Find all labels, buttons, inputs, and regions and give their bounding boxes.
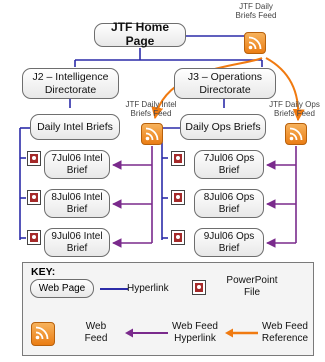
powerpoint-file-icon xyxy=(192,280,206,295)
legend-title: KEY: xyxy=(31,266,56,278)
feed-hyperlink-lines xyxy=(112,146,297,248)
rss-feed-icon xyxy=(141,123,163,145)
node-daily-intel-briefs: Daily Intel Briefs xyxy=(30,114,120,140)
node-daily-ops-briefs: Daily Ops Briefs xyxy=(180,114,266,140)
node-jtf-home-page: JTF Home Page xyxy=(94,20,186,48)
powerpoint-file-icon xyxy=(171,230,185,245)
legend-web-page-sample: Web Page xyxy=(30,279,94,298)
legend-feed-reference-arrow xyxy=(225,328,258,338)
powerpoint-file-icon xyxy=(27,151,41,166)
powerpoint-file-icon xyxy=(27,230,41,245)
rss-feed-icon xyxy=(244,32,266,54)
powerpoint-file-icon xyxy=(27,190,41,205)
powerpoint-file-icon xyxy=(171,151,185,166)
powerpoint-file-icon xyxy=(171,190,185,205)
legend-hyperlink-line xyxy=(100,288,128,290)
legend-hyperlink-label: Hyperlink xyxy=(127,283,169,294)
rss-feed-icon xyxy=(31,322,55,346)
rss-feed-icon xyxy=(285,123,307,145)
legend-feed-hyperlink-arrow xyxy=(125,328,168,338)
